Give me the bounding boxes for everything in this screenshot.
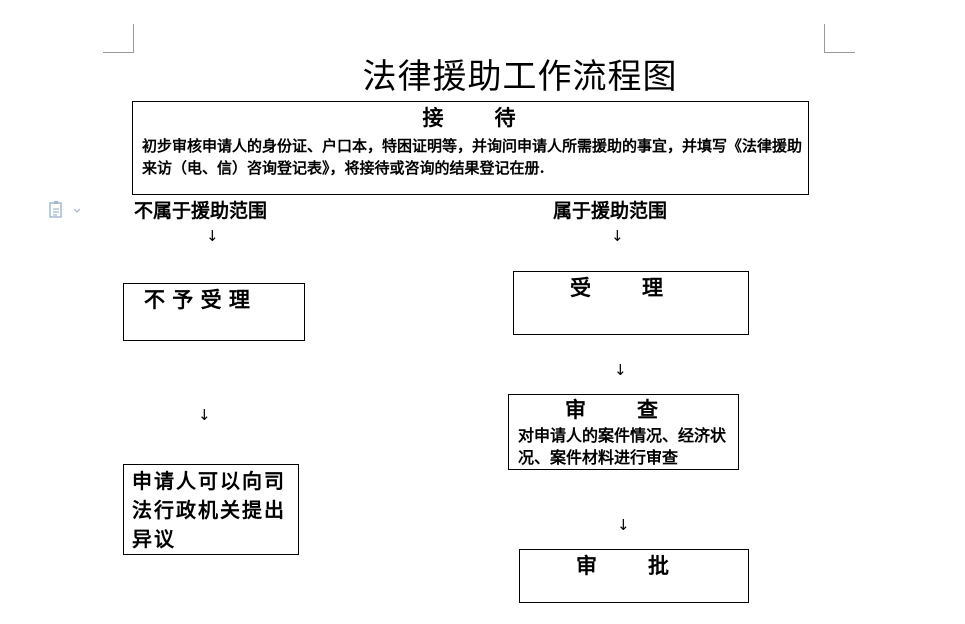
page-title: 法律援助工作流程图 bbox=[362, 57, 678, 97]
objection-box: 申请人可以向司法行政机关提出异议 bbox=[123, 464, 299, 555]
reception-description: 初步审核申请人的身份证、户口本，特困证明等，并询问申请人所需援助的事宜，并填写《… bbox=[142, 137, 803, 177]
approve-box: 审 批 bbox=[519, 549, 749, 603]
reject-box: 不 予 受 理 bbox=[123, 283, 305, 341]
arrow-down-icon: ↓ bbox=[611, 227, 624, 245]
arrow-down-icon: ↓ bbox=[206, 227, 219, 245]
accept-label: 受 理 bbox=[570, 275, 666, 300]
approve-label: 审 批 bbox=[576, 553, 672, 578]
reception-box: 接 待 初步审核申请人的身份证、户口本，特困证明等，并询问申请人所需援助的事宜，… bbox=[132, 101, 809, 195]
left-branch-label: 不属于援助范围 bbox=[134, 200, 268, 222]
arrow-down-icon: ↓ bbox=[614, 361, 627, 379]
page-corner-mark-top-left bbox=[103, 24, 134, 53]
arrow-down-icon: ↓ bbox=[198, 406, 211, 424]
accept-box: 受 理 bbox=[513, 271, 749, 335]
reject-label: 不 予 受 理 bbox=[144, 287, 250, 312]
document-paste-icon[interactable] bbox=[48, 200, 82, 220]
review-box: 审 查 对申请人的案件情况、经济状况、案件材料进行审查 bbox=[508, 394, 739, 470]
right-branch-label: 属于援助范围 bbox=[553, 200, 668, 222]
arrow-down-icon: ↓ bbox=[617, 516, 630, 534]
review-heading: 审 查 bbox=[565, 397, 661, 422]
objection-text: 申请人可以向司法行政机关提出异议 bbox=[132, 469, 286, 551]
page-corner-mark-top-right bbox=[824, 24, 855, 53]
review-description: 对申请人的案件情况、经济状况、案件材料进行审查 bbox=[518, 426, 727, 467]
reception-heading: 接 待 bbox=[422, 105, 519, 130]
